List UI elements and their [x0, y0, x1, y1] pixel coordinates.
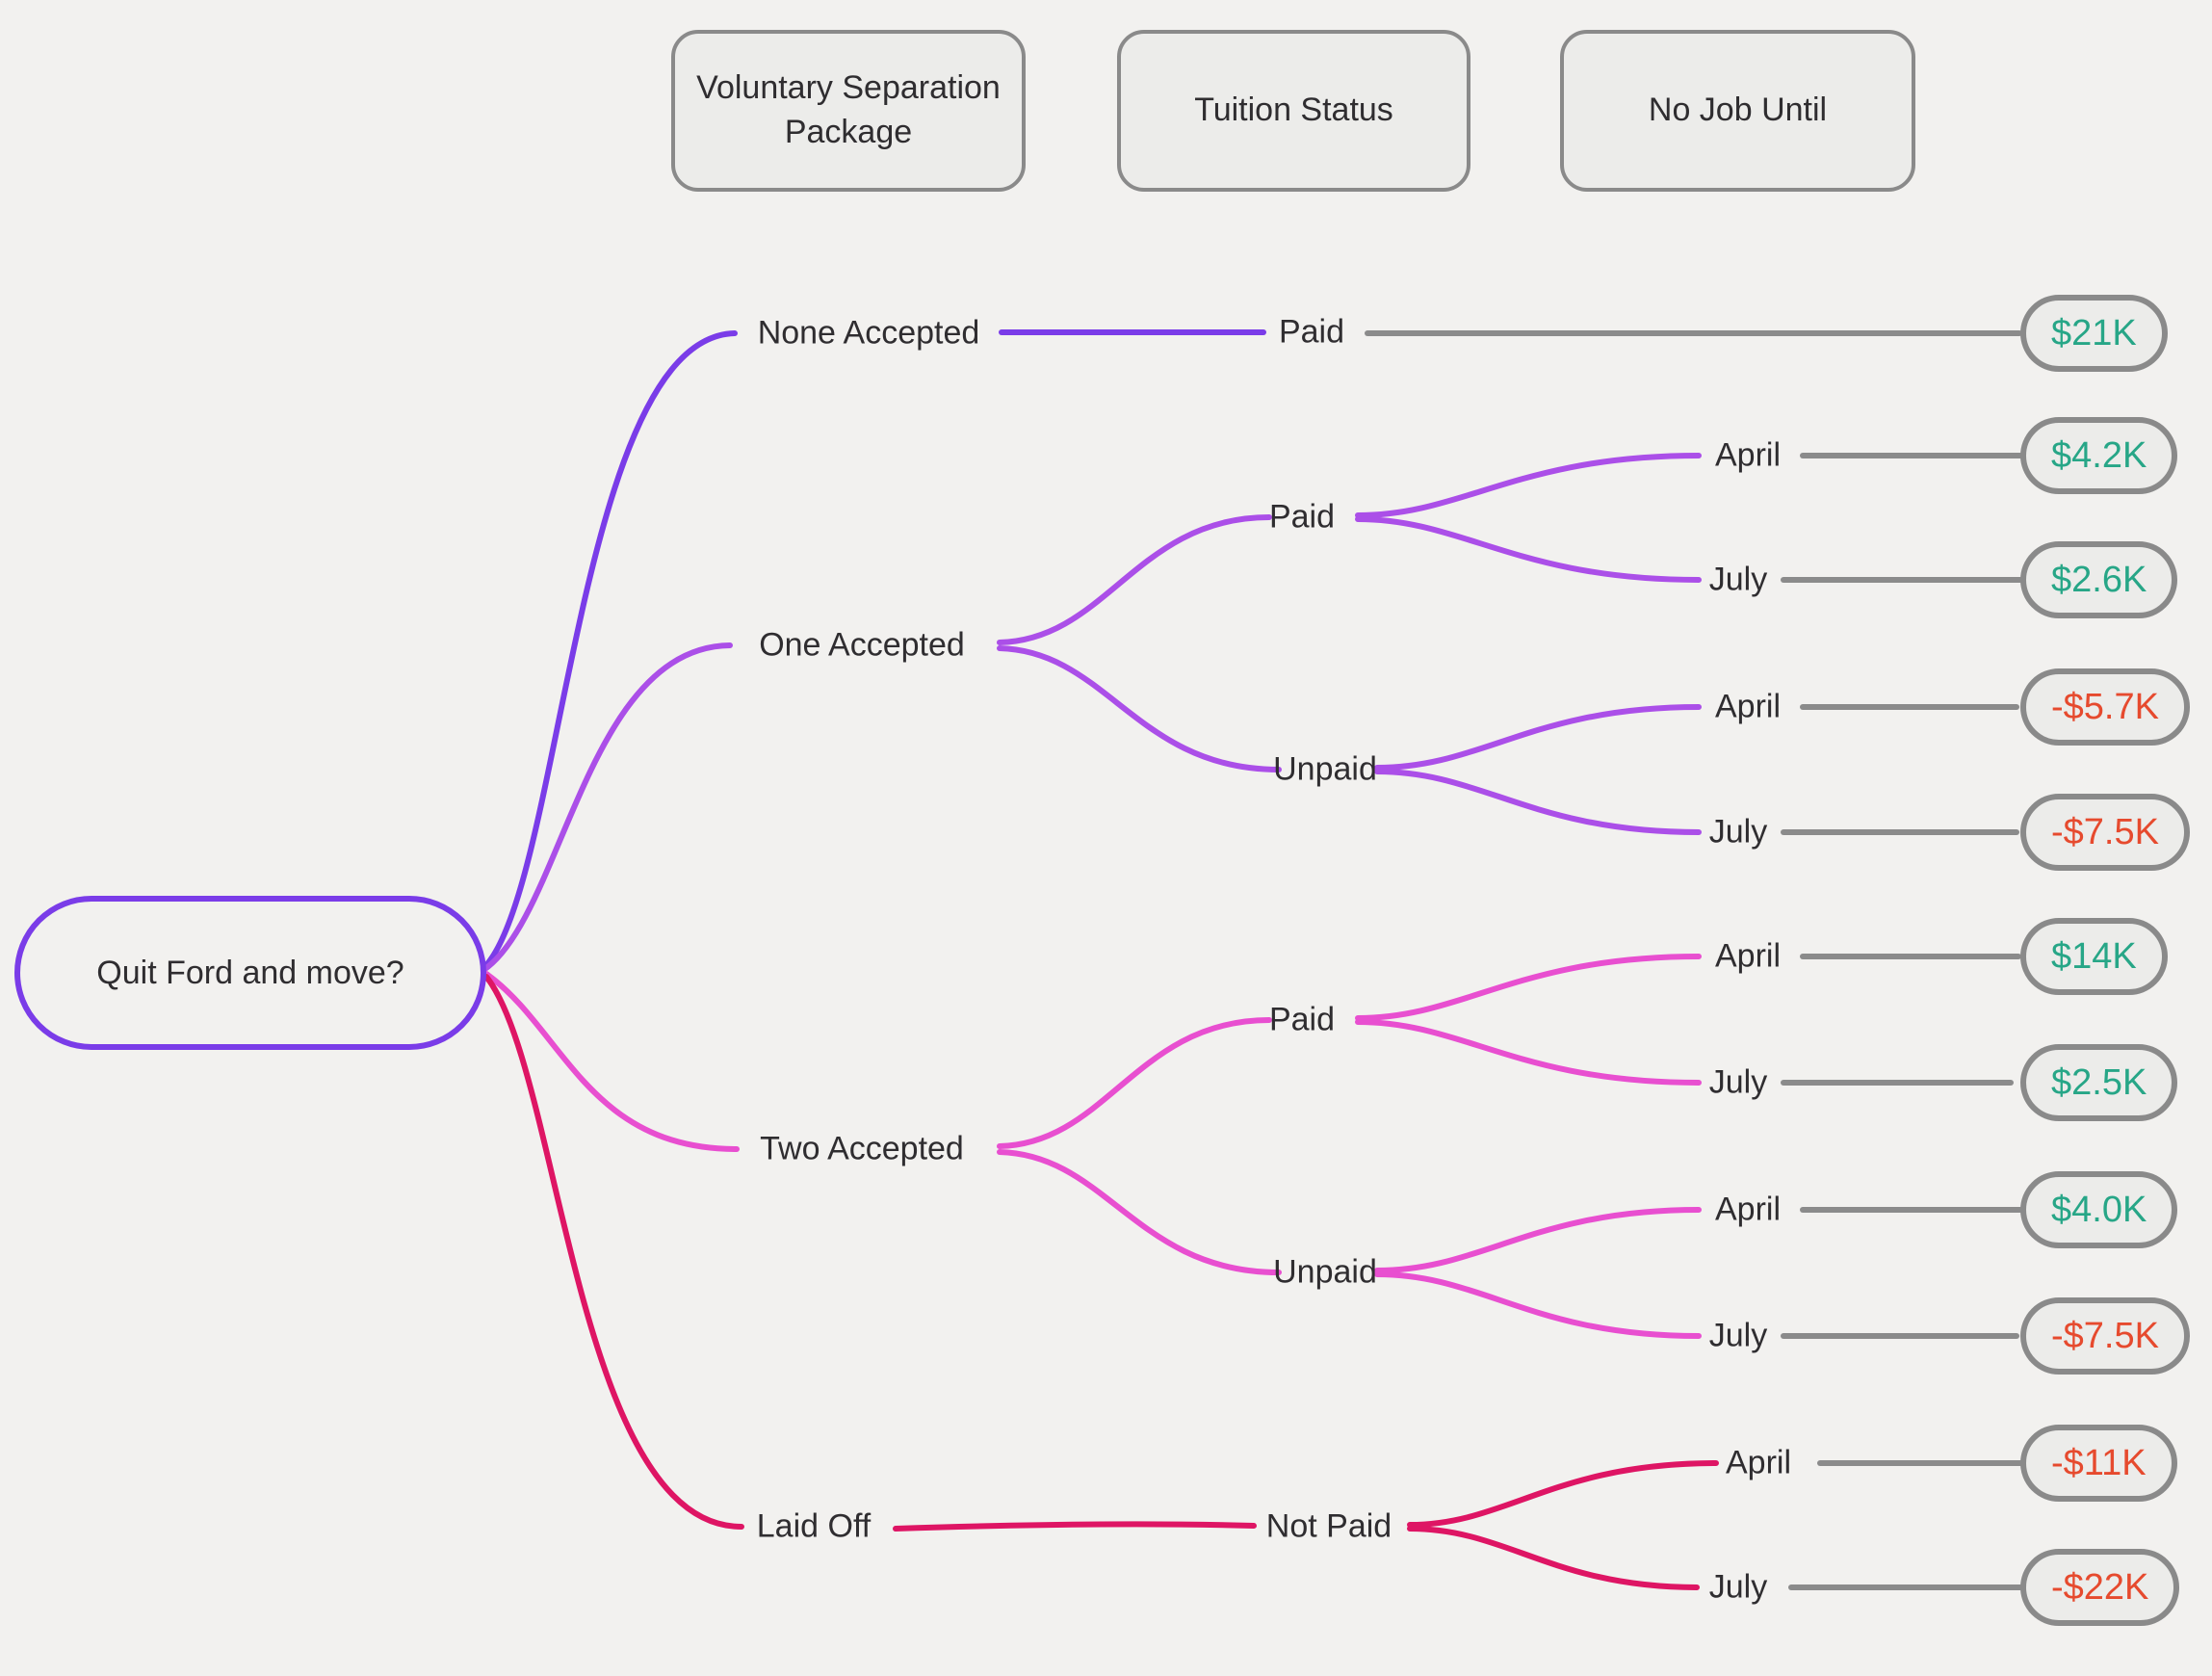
edge-oneunpaid-april: [1374, 704, 1702, 771]
column-header-no-job-until[interactable]: No Job Until: [1560, 30, 1915, 192]
root-node-label: Quit Ford and move?: [96, 954, 404, 991]
edge-root-one-accepted: [483, 642, 733, 971]
column-header-label: No Job Until: [1648, 92, 1828, 129]
column-header-label: Voluntary Separation Package: [696, 69, 1001, 150]
node-month-april[interactable]: April: [1714, 436, 1782, 474]
edge-two-paid: [997, 1017, 1272, 1149]
node-month-july[interactable]: July: [1708, 1568, 1768, 1606]
node-two-accepted[interactable]: Two Accepted: [760, 1130, 964, 1167]
value-pill[interactable]: $2.6K: [2020, 541, 2178, 618]
node-month-april[interactable]: April: [1714, 937, 1782, 975]
node-month-july[interactable]: July: [1708, 813, 1768, 851]
value-pill[interactable]: $4.0K: [2020, 1171, 2178, 1248]
edge-twounpaid-april: [1374, 1207, 1702, 1273]
column-header-voluntary-separation-package[interactable]: Voluntary Separation Package: [671, 30, 1026, 192]
node-laid-off[interactable]: Laid Off: [756, 1507, 872, 1545]
edge-notpaid-april: [1407, 1460, 1719, 1528]
edge-one-paid: [997, 514, 1272, 645]
value-pill[interactable]: -$22K: [2020, 1549, 2180, 1626]
edge-onepaid-july: [1355, 516, 1702, 583]
edge-two-unpaid: [997, 1149, 1282, 1275]
column-header-label: Tuition Status: [1194, 92, 1393, 129]
node-month-july[interactable]: July: [1708, 1317, 1768, 1354]
node-paid-none[interactable]: Paid: [1278, 313, 1345, 351]
node-none-accepted[interactable]: None Accepted: [757, 314, 980, 352]
node-one-accepted[interactable]: One Accepted: [759, 626, 965, 664]
edge-notpaid-july: [1407, 1526, 1700, 1590]
value-pill[interactable]: $2.5K: [2020, 1044, 2178, 1121]
node-month-april[interactable]: April: [1725, 1444, 1792, 1481]
column-header-tuition-status[interactable]: Tuition Status: [1117, 30, 1470, 192]
node-month-july[interactable]: July: [1708, 561, 1768, 598]
value-pill[interactable]: -$7.5K: [2020, 794, 2190, 871]
edge-twopaid-april: [1355, 954, 1702, 1021]
edge-oneunpaid-july: [1374, 769, 1702, 835]
edge-laidoff-notpaid: [893, 1521, 1257, 1532]
node-month-july[interactable]: July: [1708, 1063, 1768, 1101]
root-node[interactable]: Quit Ford and move?: [14, 896, 486, 1050]
value-pill[interactable]: $4.2K: [2020, 417, 2178, 494]
node-paid-one[interactable]: Paid: [1268, 498, 1336, 536]
edge-root-none-accepted: [483, 330, 738, 968]
value-pill[interactable]: -$11K: [2020, 1425, 2177, 1502]
value-pill[interactable]: -$7.5K: [2020, 1297, 2190, 1375]
value-pill[interactable]: $14K: [2020, 918, 2168, 995]
node-unpaid-two[interactable]: Unpaid: [1273, 1253, 1377, 1291]
edge-root-two-accepted: [483, 971, 740, 1152]
node-unpaid-one[interactable]: Unpaid: [1273, 750, 1377, 788]
edge-twounpaid-july: [1374, 1271, 1702, 1339]
value-pill[interactable]: $21K: [2020, 295, 2168, 372]
node-month-april[interactable]: April: [1714, 688, 1782, 725]
node-month-april[interactable]: April: [1714, 1191, 1782, 1228]
edge-onepaid-april: [1355, 453, 1702, 518]
edge-root-laid-off: [483, 974, 744, 1530]
edge-twopaid-july: [1355, 1019, 1702, 1086]
edge-one-unpaid: [997, 645, 1282, 773]
node-paid-two[interactable]: Paid: [1268, 1001, 1336, 1038]
value-pill[interactable]: -$5.7K: [2020, 668, 2190, 746]
node-not-paid[interactable]: Not Paid: [1265, 1507, 1392, 1545]
